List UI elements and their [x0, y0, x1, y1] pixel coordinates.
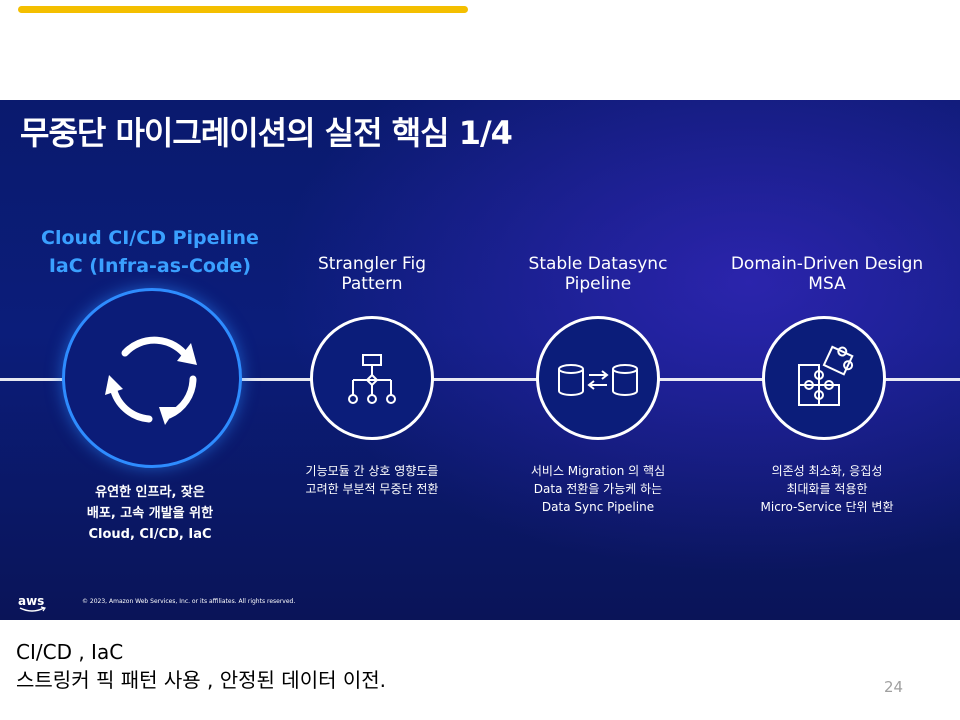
step-strangler-fig: Strangler Fig Pattern 기능모듈 [272, 100, 472, 620]
step-desc-line: 서비스 Migration 의 핵심 [530, 464, 666, 478]
speaker-note-line-2: 스트링커 픽 패턴 사용 , 안정된 데이터 이전. [16, 668, 387, 692]
step-icon-circle [536, 316, 660, 440]
step-title-line: Domain-Driven Design [730, 254, 924, 274]
step-title-line: Pipeline [564, 274, 632, 294]
step-description: 유연한 인프라, 잦은 배포, 고속 개발을 위한 Cloud, CI/CD, … [0, 482, 300, 545]
step-desc-line: Data 전환을 가능케 하는 [533, 482, 663, 496]
page-number: 24 [884, 678, 904, 696]
step-datasync: Stable Datasync Pipeline [498, 100, 698, 620]
slide: 무중단 마이그레이션의 실전 핵심 1/4 Cloud CI/CD Pipeli… [0, 100, 960, 620]
step-title-line: Pattern [341, 274, 403, 294]
step-desc-line: 배포, 고속 개발을 위한 [86, 506, 214, 521]
step-title-line: IaC (Infra-as-Code) [48, 255, 252, 277]
database-sync-icon [558, 364, 638, 396]
slide-title: 무중단 마이그레이션의 실전 핵심 1/4 [20, 114, 513, 152]
step-desc-line: 최대화를 적용한 [786, 482, 868, 496]
accent-bar [18, 6, 468, 13]
step-desc-line: 유연한 인프라, 잦은 [95, 485, 205, 500]
step-cicd: Cloud CI/CD Pipeline IaC (Infra-as-Code)… [0, 100, 300, 620]
aws-logo: aws [18, 594, 45, 608]
step-icon-circle [62, 288, 242, 468]
step-title-line: Strangler Fig [317, 254, 427, 274]
step-title: Stable Datasync Pipeline [498, 254, 698, 294]
step-title: Strangler Fig Pattern [272, 254, 472, 294]
hierarchy-icon [348, 354, 396, 404]
step-icon-circle [310, 316, 434, 440]
step-title-line: Cloud CI/CD Pipeline [41, 227, 259, 249]
aws-smile-icon [19, 606, 46, 612]
step-title: Cloud CI/CD Pipeline IaC (Infra-as-Code) [0, 224, 300, 280]
step-desc-line: 기능모듈 간 상호 영향도를 [305, 464, 439, 478]
step-desc-line: Cloud, CI/CD, IaC [88, 527, 212, 542]
step-desc-line: 의존성 최소화, 응집성 [771, 464, 883, 478]
refresh-cycle-icon [105, 336, 197, 425]
step-icon-circle [762, 316, 886, 440]
speaker-note-line-1: CI/CD , IaC [16, 640, 124, 664]
step-ddd-msa: Domain-Driven Design MSA [712, 100, 942, 620]
step-title-line: MSA [808, 274, 846, 294]
puzzle-icon [798, 345, 854, 406]
step-title-line: Stable Datasync [528, 254, 668, 274]
step-description: 서비스 Migration 의 핵심 Data 전환을 가능케 하는 Data … [498, 462, 698, 516]
step-desc-line: Data Sync Pipeline [541, 500, 655, 514]
step-desc-line: 고려한 부분적 무중단 전환 [305, 482, 439, 496]
step-desc-line: Micro-Service 단위 변환 [760, 500, 894, 514]
copyright-text: © 2023, Amazon Web Services, Inc. or its… [82, 598, 296, 605]
step-description: 기능모듈 간 상호 영향도를 고려한 부분적 무중단 전환 [272, 462, 472, 498]
timeline-line [0, 378, 960, 381]
step-title: Domain-Driven Design MSA [712, 254, 942, 294]
step-description: 의존성 최소화, 응집성 최대화를 적용한 Micro-Service 단위 변… [712, 462, 942, 516]
